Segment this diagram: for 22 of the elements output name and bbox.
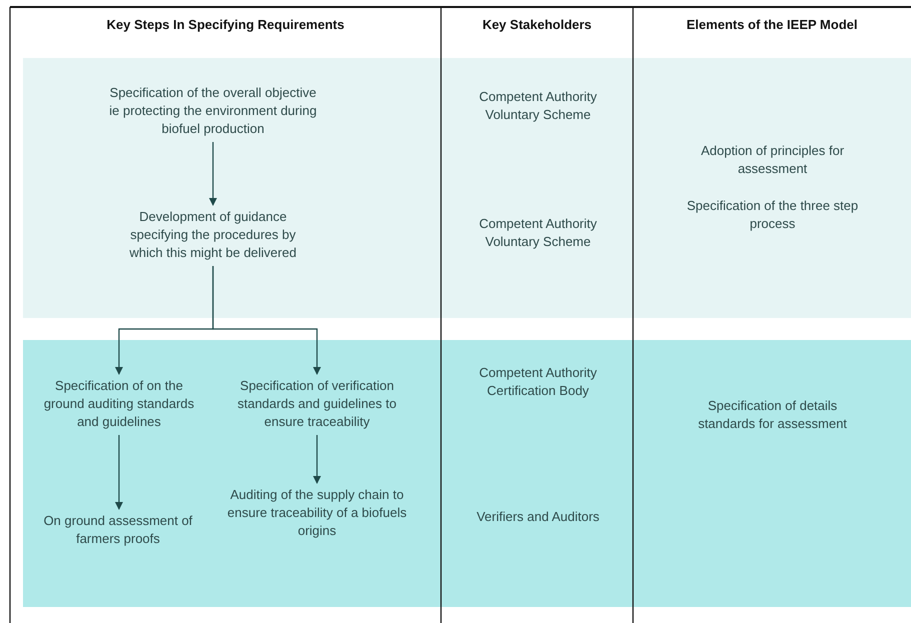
step-text: On ground assessment of farmers proofs <box>28 512 208 548</box>
table-text: Adoption of principles for assessment <box>700 142 846 178</box>
column-header: Elements of the IEEP Model <box>686 16 858 34</box>
table-text: Competent Authority Voluntary Scheme <box>478 88 598 124</box>
arrow <box>115 435 123 510</box>
step-text: Specification of the overall objective ie protecting the environment during biofuel production <box>105 84 321 138</box>
table-text: Specification of the three step process <box>686 197 860 233</box>
column-header: Key Steps In Specifying Requirements <box>106 16 346 34</box>
arrow <box>313 435 321 484</box>
arrow <box>212 266 321 375</box>
step-text: Development of guidance specifying the procedures by which this might be delivered <box>113 208 313 262</box>
table-text: Verifiers and Auditors <box>476 508 600 526</box>
table-text: Competent Authority Voluntary Scheme <box>478 215 598 251</box>
step-text: Auditing of the supply chain to ensure traceability of a biofuels origins <box>222 486 412 540</box>
table-text: Competent Authority Certification Body <box>478 364 598 400</box>
step-text: Specification of on the ground auditing standards and guidelines <box>34 377 204 431</box>
table-text: Specification of details standards for assessment <box>697 397 848 433</box>
band-background <box>23 340 911 607</box>
band-background <box>23 58 911 318</box>
column-header: Key Stakeholders <box>481 16 593 34</box>
step-text: Specification of verification standards and guidelines to ensure traceability <box>232 377 402 431</box>
arrow <box>209 142 217 206</box>
